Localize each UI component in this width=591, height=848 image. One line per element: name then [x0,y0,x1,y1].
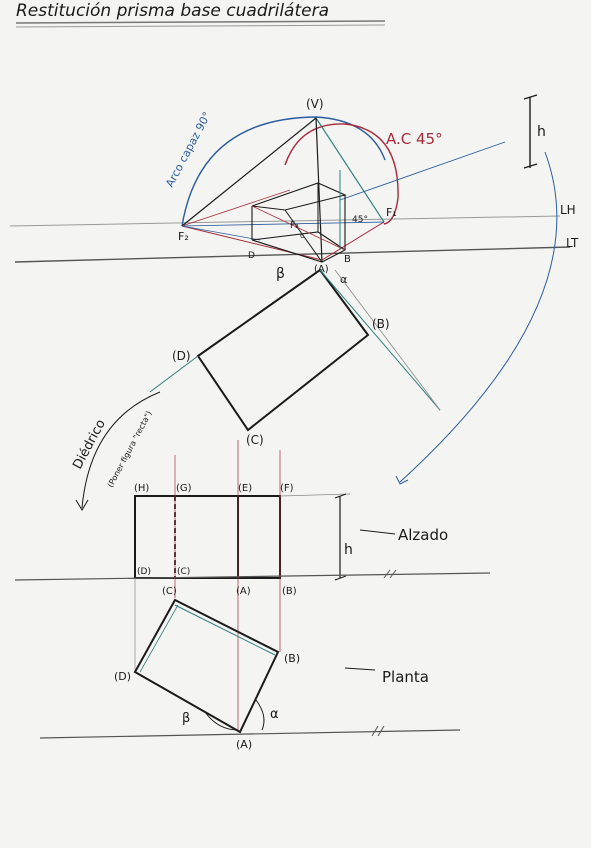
lt-labels: (C) (A) (B) [162,586,297,597]
alzado-label: Alzado [398,526,448,544]
elevation-d-bottom-label: (D) [137,567,151,577]
height-top-label: h [537,124,546,140]
planta-pointer [344,667,376,671]
prism-c-label: c [300,231,304,240]
page-title: Restitución prisma base cuadrilátera [16,1,329,21]
diedrico-lt-line [14,572,491,581]
reference-lines: LH LT [9,203,579,263]
elevation-outline [134,495,281,579]
plan-lt-mark [371,725,379,737]
diedrico-arrowhead [75,499,89,511]
elevation-f-top-label: (F) [280,483,294,494]
lt-b-label: (B) [282,586,297,597]
horizon-label: LH [560,203,576,217]
projection-lines [134,440,281,730]
arc-90-label: Arco capaz 90° [163,110,214,190]
prism-edge-4 [284,209,323,263]
line-v-a [315,117,323,263]
prism-top-face [251,182,347,211]
line-v-f1 [315,117,385,223]
height-tick-2 [523,163,538,169]
diedrico-instruction: (Poner figura "recta") [106,409,154,489]
plan-diagonal-teal-2 [139,604,179,673]
vanishing-f1-label: F₁ [386,206,397,219]
prism-b-label: B [344,254,351,265]
plan-beta-arc [204,711,239,731]
prism-45-label: 45° [352,215,368,225]
true-shape-b-label: (B) [372,317,390,331]
line-v-f2 [181,117,317,227]
arcs-group: Arco capaz 90° A.C 45° [163,110,443,227]
height-transfer-arrow [399,151,558,483]
prism-f3-label: F₃ [290,221,299,231]
plan-alpha-arc [255,699,265,731]
arc-45-label: A.C 45° [386,130,443,148]
plan-d-label: (D) [114,670,131,683]
perspective-prism: F₃ c B D 45° [248,170,368,265]
plan-diagonal-teal [174,604,276,656]
plan-alpha-label: α [270,707,279,722]
title-group: Restitución prisma base cuadrilátera [15,1,386,28]
diedrico-lt-mark-2 [389,569,397,579]
plan-ground-line [39,725,461,739]
vanishing-f2-label: F₂ [178,230,189,243]
true-shape-rectangle [196,268,370,432]
plan-lt-mark-2 [377,725,385,737]
planta-label: Planta [382,668,429,686]
elevation-height-tick-2 [334,575,347,581]
line-f2-cube-2 [181,225,261,241]
diedrico-ground-line [14,569,491,581]
arc-45-red [284,123,399,225]
ground-label: LT [566,236,579,250]
diedrico-arrow [81,391,161,509]
prism-bottom-face [251,231,347,263]
perspective-beta-label: β [276,266,285,282]
elevation-h-top-label: (H) [134,483,149,494]
true-shape-extension [149,355,199,393]
point-labels: (V) F₂ F₁ (A) β α [178,97,397,286]
height-tick-1 [523,94,538,100]
prism-diagonal-red [251,205,346,251]
diedrico-lt-mark [383,569,391,579]
plan-a-label: (A) [236,738,252,751]
plan-lt-line [39,729,461,739]
line-f2-f1-blue [181,221,385,227]
elevation-view: (H) (G) (E) (F) (D) (C) h Alzado [134,483,448,581]
lt-c-label: (C) [162,586,177,597]
true-shape-d-label: (D) [172,349,191,363]
ground-line [14,246,571,263]
plan-rectangle [133,598,280,734]
perspective-alpha-label: α [340,273,347,286]
line-f2-cube [181,189,291,227]
true-shape-teal-diag [319,269,441,411]
height-marker-top: h [395,94,558,485]
elevation-height-tick-1 [334,493,347,499]
diedrico-label: Diédrico [70,417,109,472]
line-f1-a [321,221,385,261]
line-to-h [339,141,506,201]
alzado-pointer [359,529,396,535]
true-shape-c-label: (C) [246,433,264,447]
elevation-height-label: h [344,542,353,558]
vertex-v-label: (V) [306,97,324,111]
lt-a-label: (A) [236,586,251,597]
elevation-c-bottom-label: (C) [177,567,190,577]
title-underline-2 [15,24,386,28]
plan-view: (D) (B) (A) β α Planta [114,598,429,751]
elevation-top-extension [279,493,351,497]
elevation-g-top-label: (G) [176,483,192,494]
height-transfer-arrowhead [395,475,409,485]
arc-90-blue [181,116,386,227]
title-underline [15,20,386,24]
horizon-line [9,215,561,227]
plan-b-label: (B) [284,652,300,665]
true-shape-pencil-diag [334,269,441,411]
elevation-e-top-label: (E) [238,483,252,494]
true-shape: (B) (C) (D) [149,268,441,447]
plan-beta-label: β [182,711,190,726]
prism-d-label: D [248,251,255,261]
perspective-a-label: (A) [314,264,329,275]
